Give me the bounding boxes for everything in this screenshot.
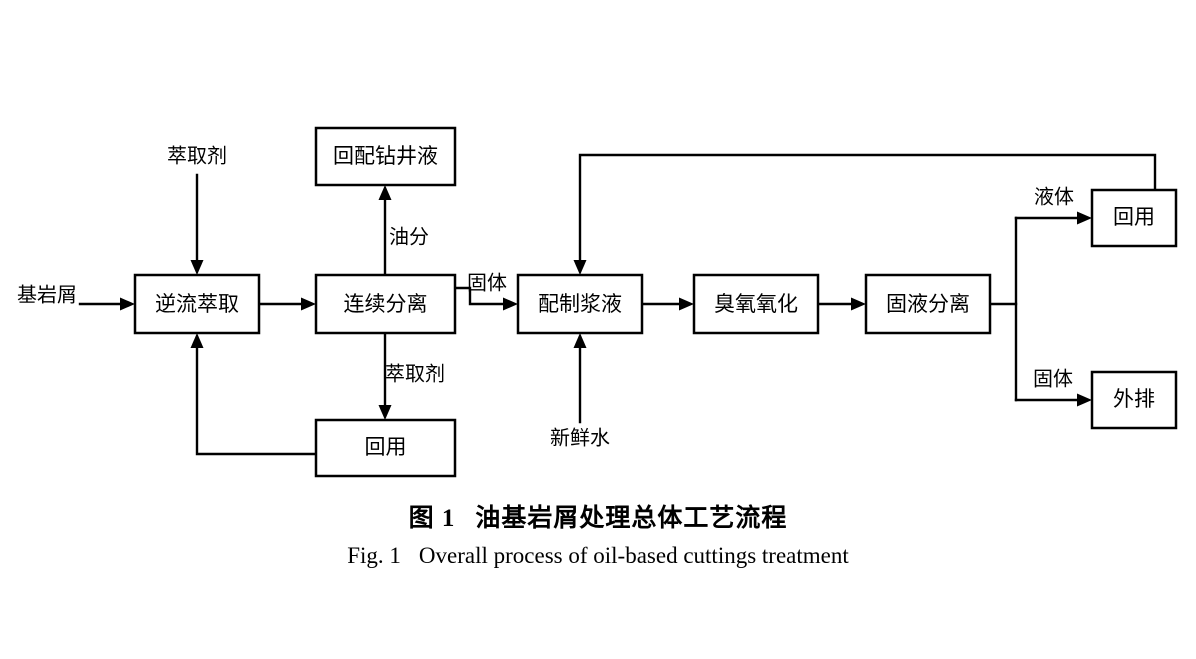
edge-continuous-separation-to-drilling-fluid: [378, 185, 392, 277]
figure-caption-zh: 图 1 油基岩屑处理总体工艺流程: [0, 498, 1196, 534]
node-reuse-extractant-label: 回用: [365, 435, 407, 459]
edge-countercurrent-to-continuous-separation: [257, 297, 316, 311]
figure-title-zh: 油基岩屑处理总体工艺流程: [475, 505, 788, 532]
edge-label-extractant-in: 萃取剂: [167, 145, 227, 168]
node-continuous-separation-label: 连续分离: [344, 292, 428, 316]
edge-label-freshwater: 新鲜水: [550, 427, 610, 450]
node-reuse-water[interactable]: 回用: [1090, 188, 1178, 248]
node-ozone-oxidation-label: 臭氧氧化: [714, 292, 798, 316]
node-reuse-extractant[interactable]: 回用: [314, 418, 457, 478]
edge-label-feed: 基岩屑: [17, 284, 77, 307]
edge-label-solid-to-slurry: 固体: [467, 272, 507, 295]
edge-label-extractant-return: 萃取剂: [385, 363, 445, 386]
node-slurry-preparation[interactable]: 配制浆液: [516, 273, 644, 335]
figure-number-zh: 图 1: [408, 505, 456, 532]
edge-continuous-separation-to-slurry: [453, 286, 518, 311]
node-drilling-fluid-reblend[interactable]: 回配钻井液: [314, 126, 457, 187]
edge-label-liquid: 液体: [1034, 186, 1074, 209]
edge-label-oil: 油分: [389, 226, 429, 249]
node-discharge[interactable]: 外排: [1090, 370, 1178, 430]
figure-caption-en: Fig. 1 Overall process of oil-based cutti…: [0, 543, 1196, 569]
figure-title-en: Overall process of oil-based cuttings tr…: [418, 543, 849, 568]
node-reuse-water-label: 回用: [1113, 205, 1155, 229]
node-continuous-separation[interactable]: 连续分离: [314, 273, 457, 335]
node-drilling-fluid-reblend-label: 回配钻井液: [333, 144, 438, 168]
edge-slurry-to-ozone-oxidation: [640, 297, 694, 311]
node-countercurrent-extraction[interactable]: 逆流萃取: [133, 273, 261, 335]
edge-freshwater-to-slurry: [573, 333, 587, 424]
edge-feed-to-countercurrent: [78, 297, 135, 311]
node-solid-liquid-separation-label: 固液分离: [886, 292, 970, 316]
node-ozone-oxidation[interactable]: 臭氧氧化: [692, 273, 820, 335]
edge-extractant-to-countercurrent: [190, 173, 204, 275]
edge-continuous-separation-to-reuse: [378, 331, 392, 420]
edge-solid-liquid-split-trunk: [988, 216, 1018, 402]
node-solid-liquid-separation[interactable]: 固液分离: [864, 273, 992, 335]
edge-ozone-oxidation-to-solid-liquid-separation: [816, 297, 866, 311]
edge-liquid-to-reuse: [1014, 211, 1092, 225]
edge-solid-to-discharge: [1014, 393, 1092, 407]
edge-reuse-feedback-to-slurry: [573, 153, 1157, 275]
node-countercurrent-extraction-label: 逆流萃取: [155, 292, 239, 316]
node-discharge-label: 外排: [1113, 387, 1155, 411]
edge-reuse-to-countercurrent: [190, 333, 318, 456]
node-slurry-preparation-label: 配制浆液: [538, 292, 622, 316]
edge-label-solid-discharge: 固体: [1033, 368, 1073, 391]
figure-number-en: Fig. 1: [347, 543, 401, 568]
